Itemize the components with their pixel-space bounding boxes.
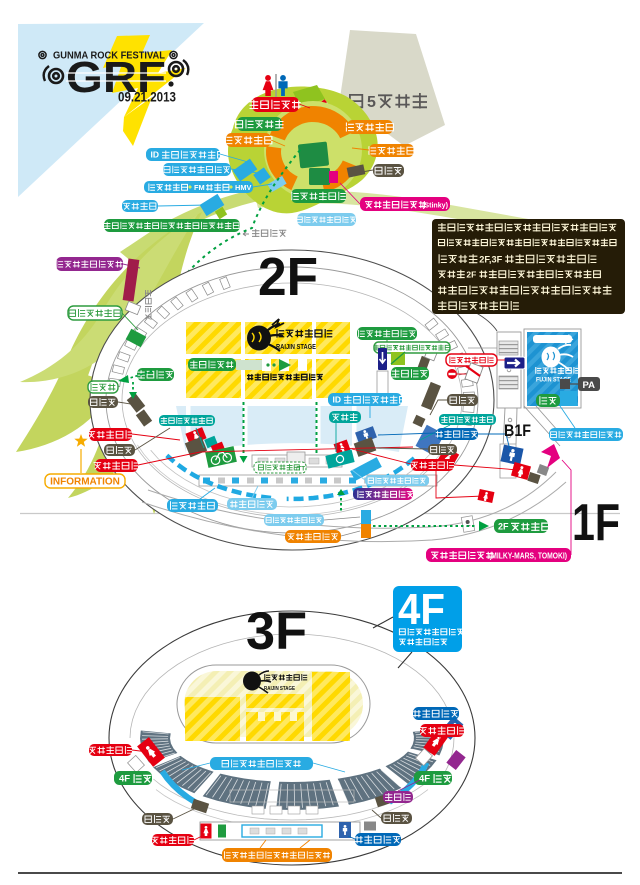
svg-text:(Stinky): (Stinky) bbox=[422, 201, 448, 210]
svg-text:PA: PA bbox=[583, 380, 596, 391]
svg-text:/TT: /TT bbox=[296, 467, 305, 473]
svg-text:4F: 4F bbox=[398, 585, 445, 634]
svg-text:ID: ID bbox=[151, 150, 160, 160]
svg-text:FM: FM bbox=[194, 183, 205, 192]
svg-text:5: 5 bbox=[367, 94, 376, 111]
svg-text:2F,3F: 2F,3F bbox=[479, 255, 502, 265]
svg-text:2F: 2F bbox=[466, 270, 476, 280]
svg-text:3F: 3F bbox=[246, 602, 307, 661]
svg-text:4F: 4F bbox=[119, 774, 130, 785]
svg-text:INFORMATION: INFORMATION bbox=[50, 477, 120, 488]
svg-text:2F: 2F bbox=[498, 522, 509, 532]
svg-text:RAIJIN STAGE: RAIJIN STAGE bbox=[276, 342, 316, 351]
svg-text:(MILKY-MARS, TOMOKI): (MILKY-MARS, TOMOKI) bbox=[489, 552, 567, 561]
svg-text:ID: ID bbox=[333, 395, 342, 405]
svg-text:09.21.2013: 09.21.2013 bbox=[118, 90, 176, 105]
svg-text:4F: 4F bbox=[419, 774, 430, 785]
svg-text:B1F: B1F bbox=[504, 421, 531, 440]
svg-text:2F: 2F bbox=[258, 247, 318, 307]
svg-text:RAIJIN STAGE: RAIJIN STAGE bbox=[264, 686, 295, 692]
svg-text:HMV: HMV bbox=[235, 183, 251, 192]
svg-text:1F: 1F bbox=[572, 494, 620, 552]
